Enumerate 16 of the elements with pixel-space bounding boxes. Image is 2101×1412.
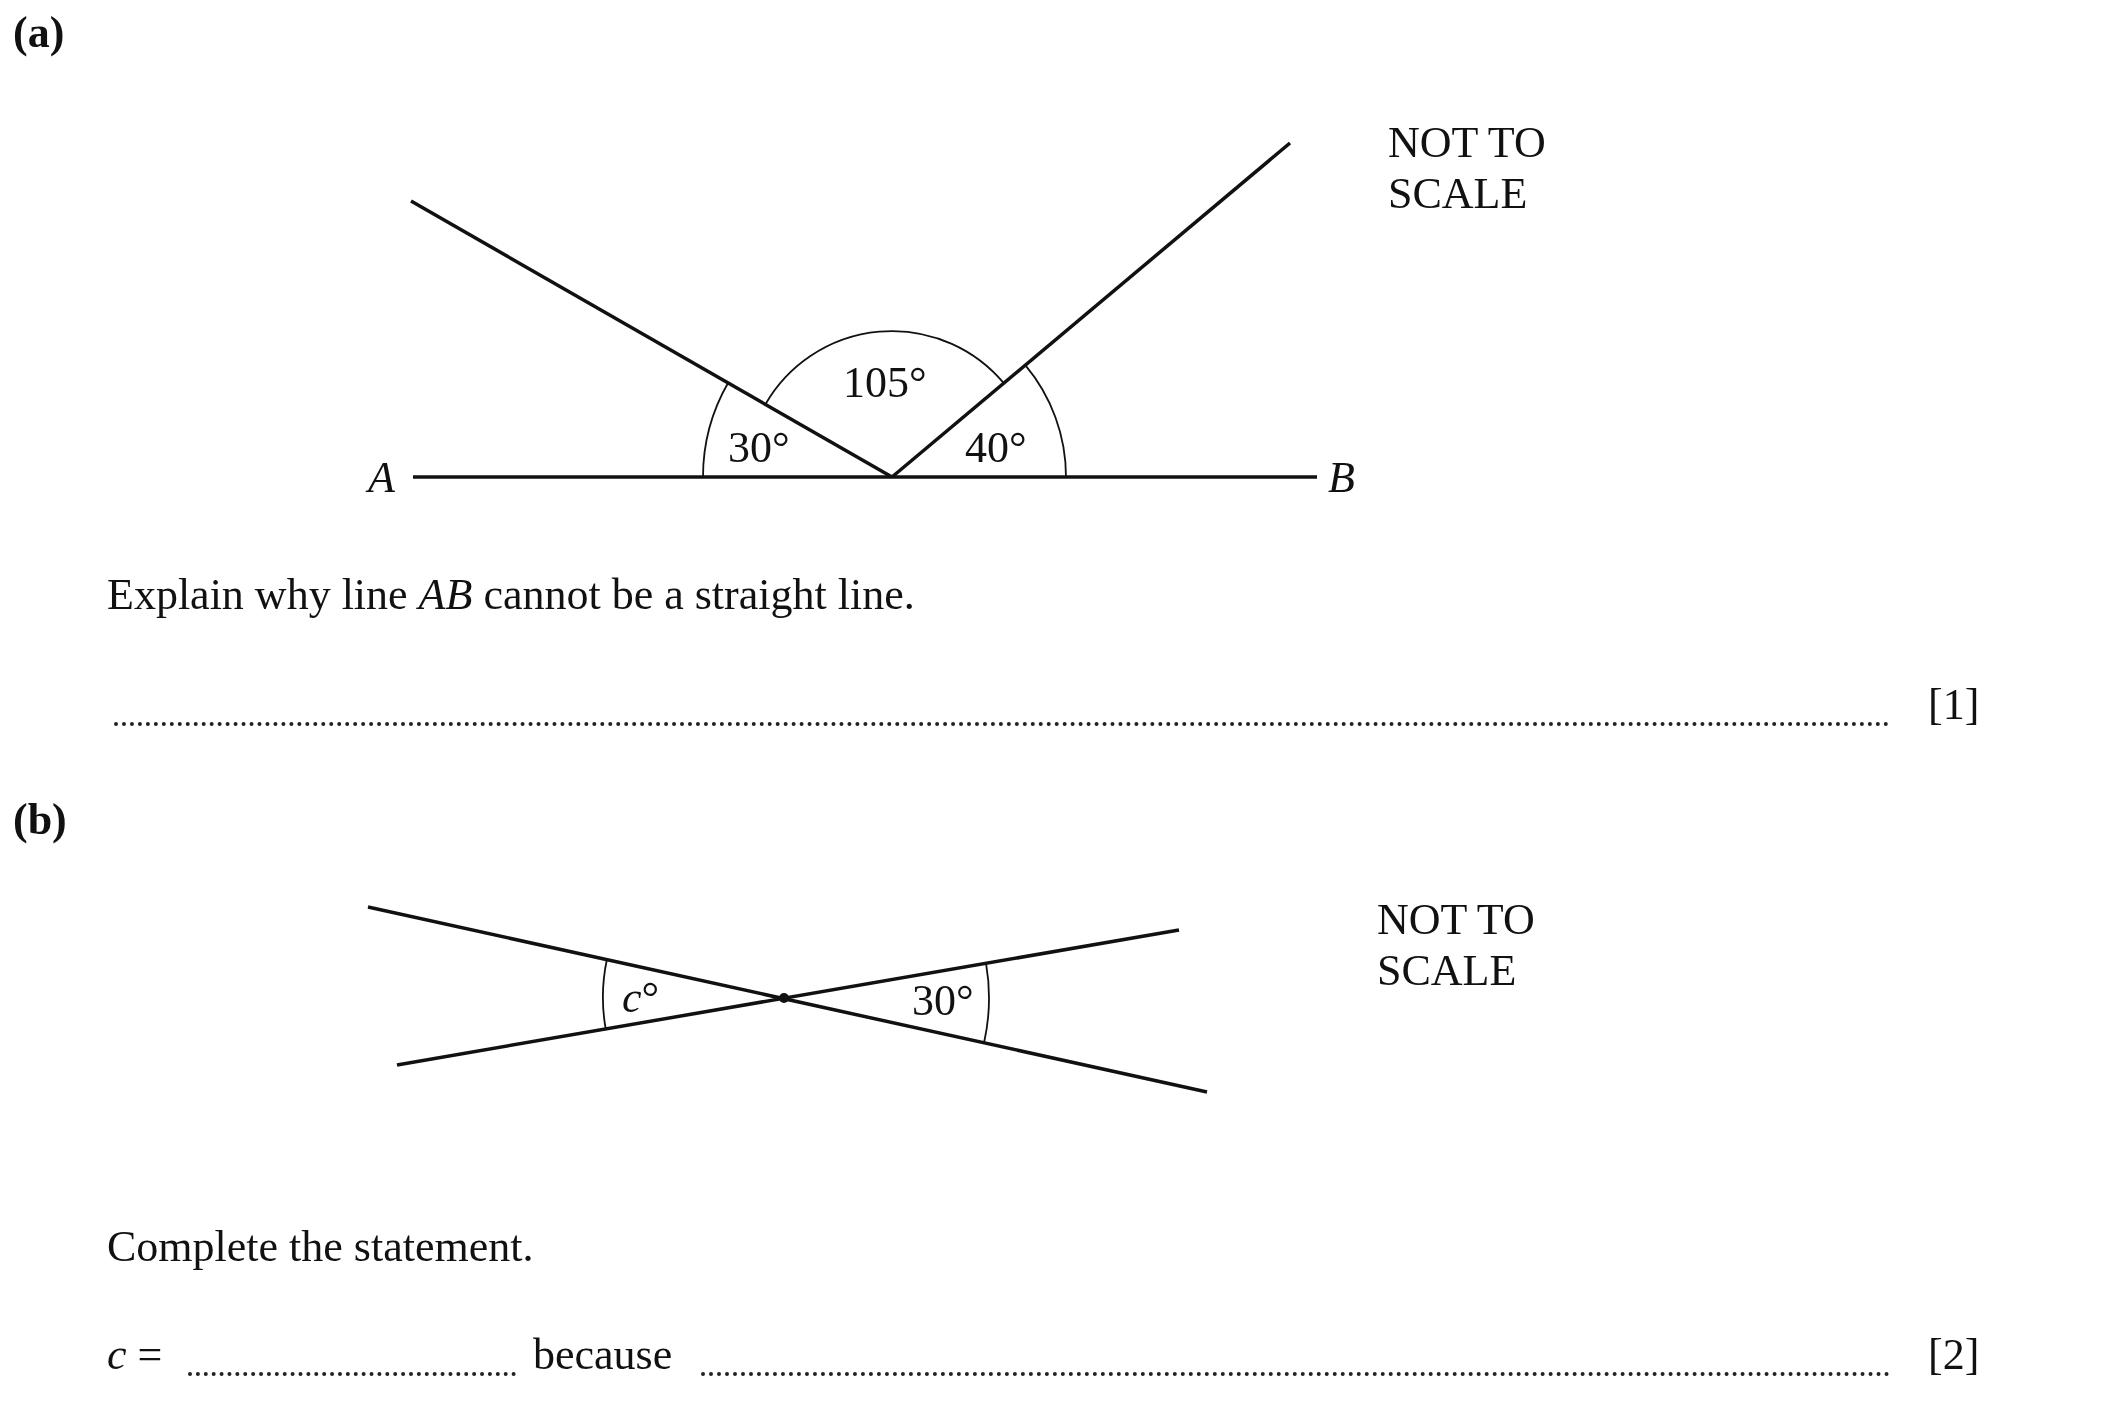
angle-label: 40° [965, 423, 1027, 474]
answer-label: because [533, 1330, 673, 1381]
angle-label: c° [622, 973, 660, 1024]
angle-label: 105° [843, 358, 927, 409]
part-label: (a) [13, 8, 65, 59]
answer-label: c = [107, 1330, 163, 1381]
mark-allocation: [2] [1928, 1330, 1980, 1381]
note-text: NOT TO SCALE [1377, 895, 1536, 997]
question-text: Complete the statement. [107, 1222, 534, 1273]
angle-label: 30° [728, 423, 790, 474]
question-text: Explain why line AB cannot be a straight line. [107, 570, 915, 621]
angle-label: 30° [912, 976, 974, 1027]
note-text: NOT TO SCALE [1388, 118, 1547, 220]
mark-allocation: [1] [1928, 680, 1980, 731]
point-label: B [1328, 453, 1355, 504]
part-label: (b) [13, 795, 67, 846]
